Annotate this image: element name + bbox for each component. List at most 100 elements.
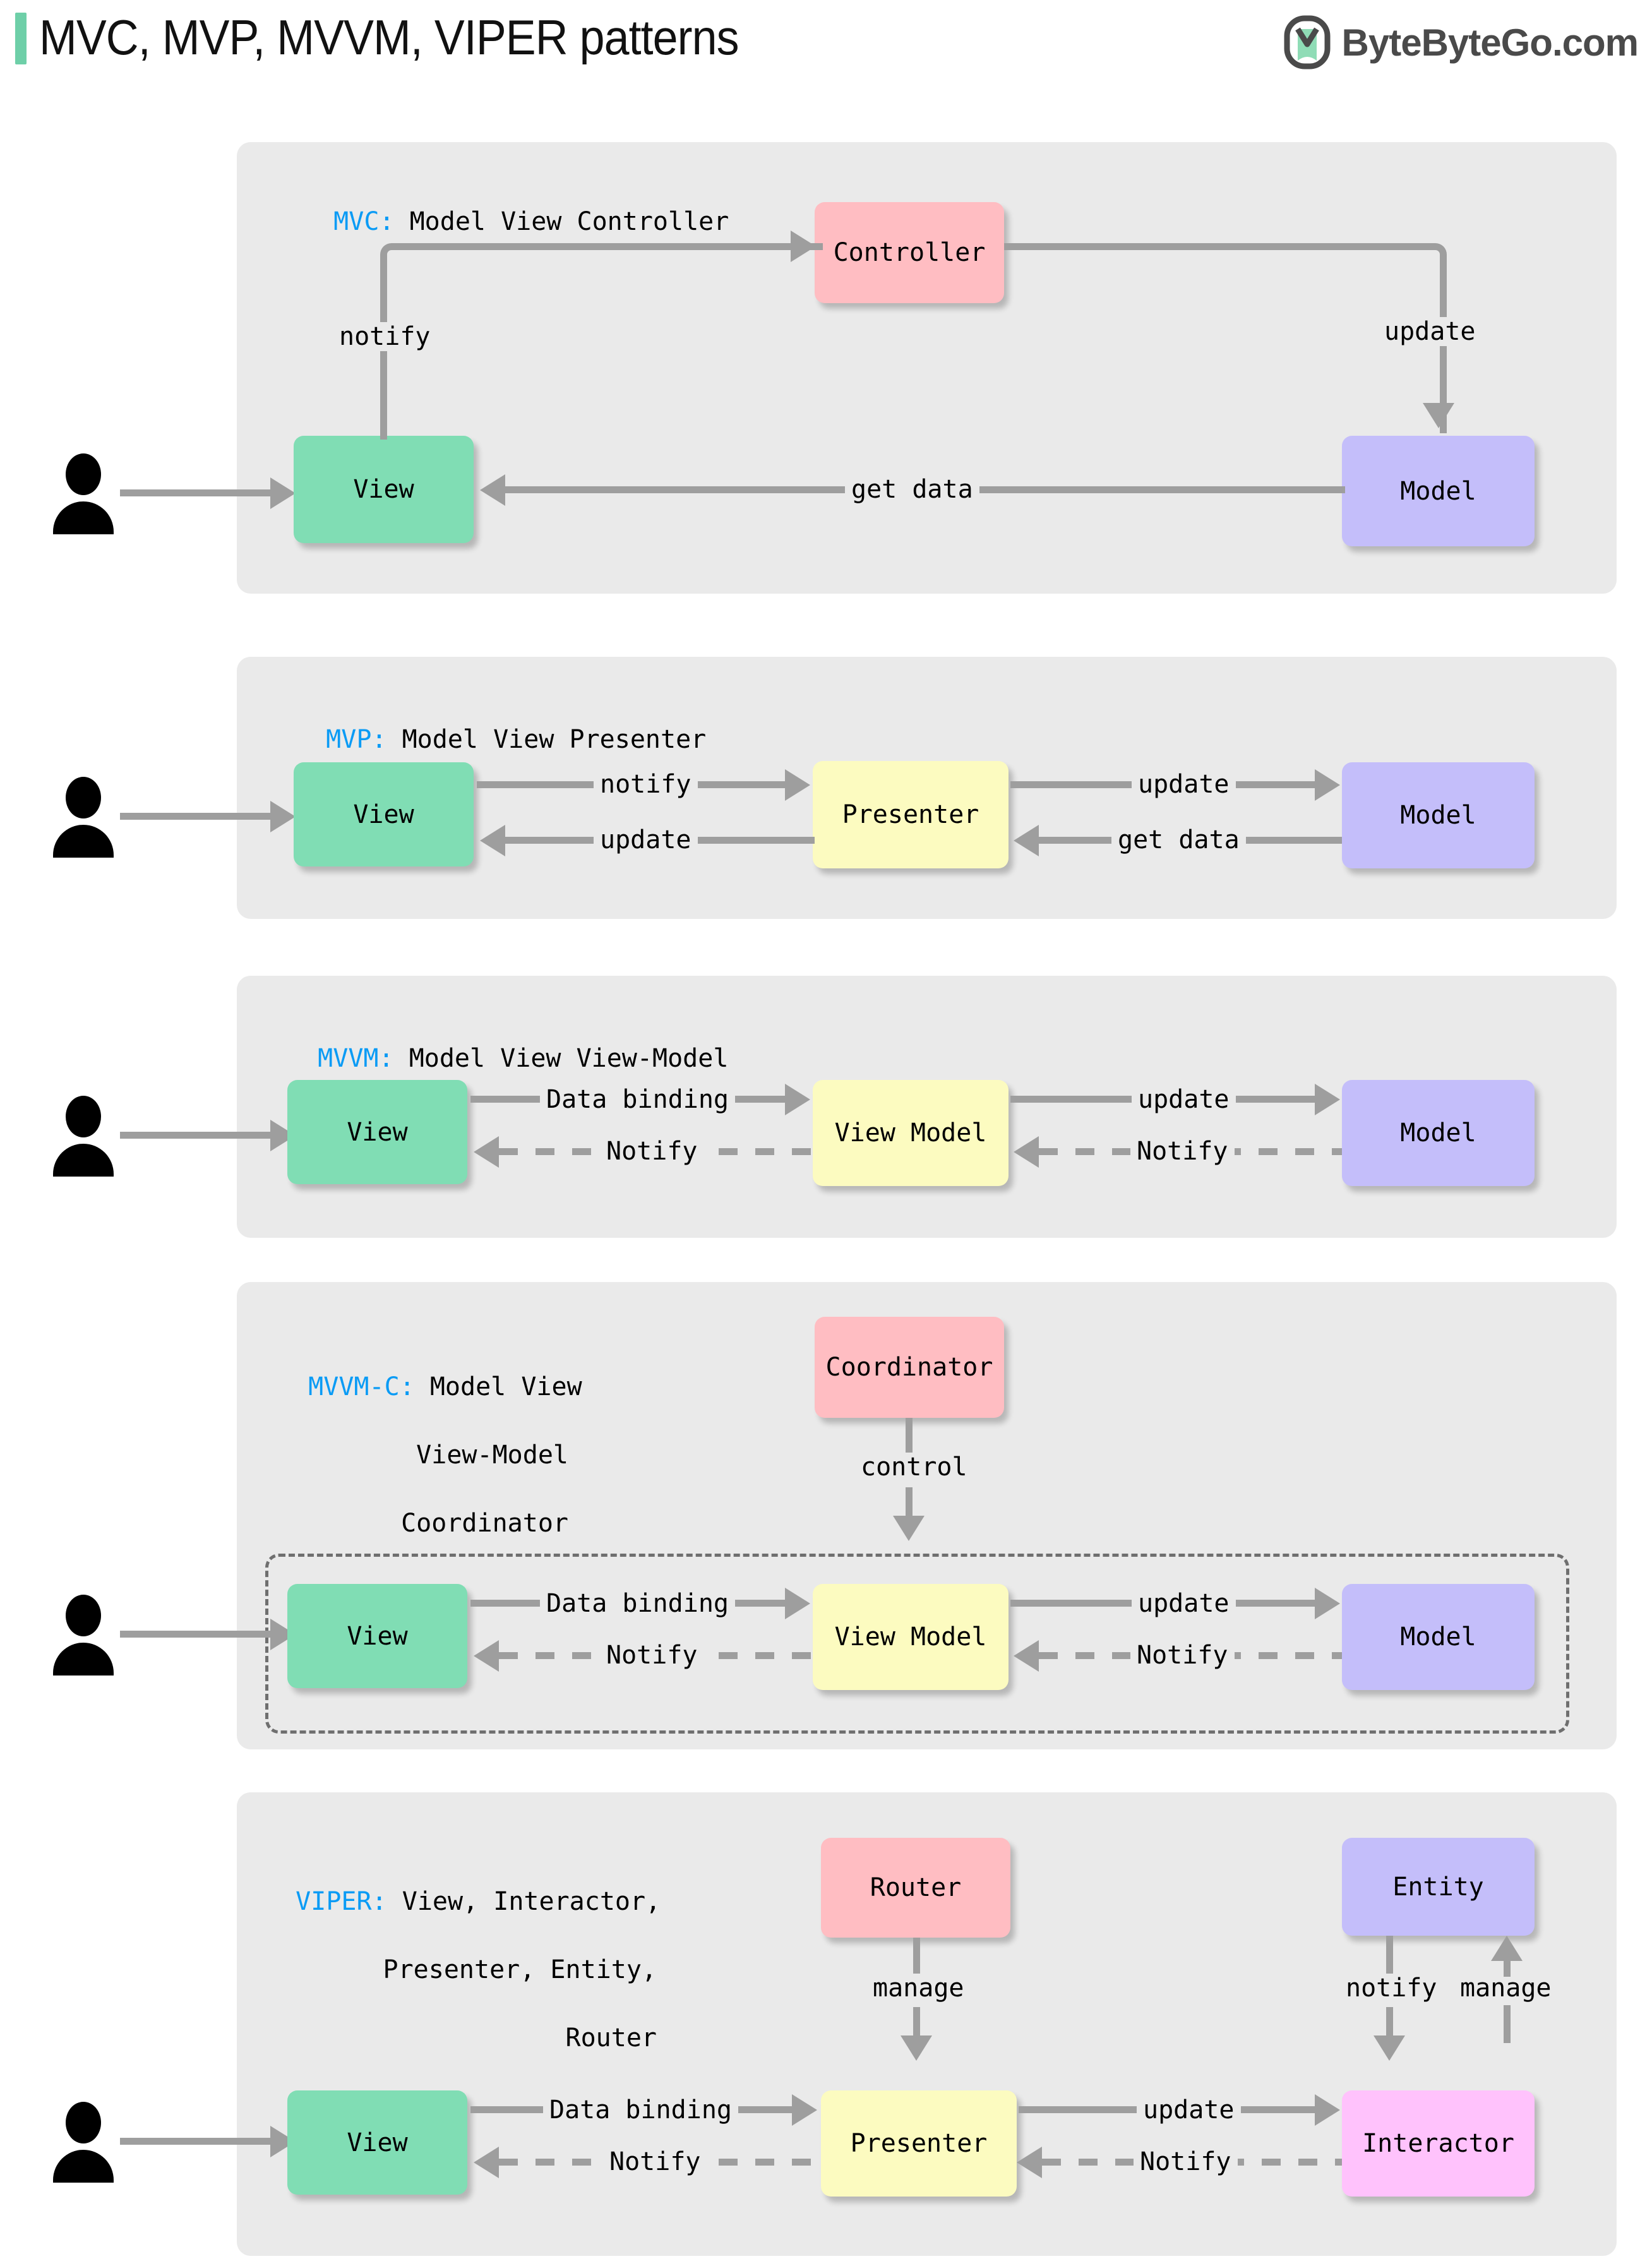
node-model-mvp[interactable]: Model xyxy=(1342,762,1535,868)
section-title-viper: VIPER: View, Interactor, Presenter, Enti… xyxy=(265,1850,661,2055)
section-subtitle-line2-mvvmc: View-Model xyxy=(416,1441,568,1470)
node-viewmodel-mvvm[interactable]: View Model xyxy=(813,1080,1009,1186)
edge-notify-entity-bottom-viper xyxy=(1386,2007,1393,2042)
node-view-mvvm[interactable]: View xyxy=(287,1080,467,1184)
arrowhead-manage-router-viper xyxy=(901,2035,932,2061)
arrowhead-update-to-view-mvp xyxy=(480,825,505,856)
edge-notify-entity-top-viper xyxy=(1386,1936,1393,1977)
user-actor-mvvmc xyxy=(53,1595,114,1676)
node-interactor-viper[interactable]: Interactor xyxy=(1342,2090,1535,2197)
brand-name: ByteByteGo.com xyxy=(1341,21,1639,64)
arrowhead-update-mvvm xyxy=(1315,1084,1340,1115)
actor-head-icon xyxy=(66,1595,101,1636)
edge-label-notify-mvp: notify xyxy=(594,770,698,799)
arrowhead-notify-mvp xyxy=(785,769,810,801)
edge-control-bottom-mvvmc xyxy=(906,1487,913,1522)
node-view-mvc[interactable]: View xyxy=(294,436,474,543)
edge-user-to-view-mvc xyxy=(120,489,278,496)
edge-label-notify-mvc: notify xyxy=(333,322,437,351)
section-title-mvvm: MVVM: Model View View-Model xyxy=(287,1007,728,1076)
arrowhead-update-mvc xyxy=(1423,403,1454,428)
edge-label-notify-entity-viper: notify xyxy=(1339,1974,1444,2003)
edge-label-notify-to-view-viper: Notify xyxy=(603,2147,707,2176)
edge-label-update-to-view-mvp: update xyxy=(594,825,698,854)
page-title: MVC, MVP, MVVM, VIPER patterns xyxy=(39,9,739,65)
edge-label-notify-to-view-mvvmc: Notify xyxy=(600,1641,704,1670)
node-viewmodel-mvvmc[interactable]: View Model xyxy=(813,1584,1009,1690)
actor-body-icon xyxy=(53,501,114,534)
mvvm-group-dashed-container xyxy=(265,1554,1569,1734)
arrowhead-notify-to-vm-mvvmc xyxy=(1014,1640,1039,1672)
edge-label-getdata-mvc: get data xyxy=(845,475,979,504)
arrowhead-notify-mvc xyxy=(791,231,816,262)
edge-label-notify-to-presenter-viper: Notify xyxy=(1134,2147,1238,2176)
arrowhead-manage-interactor-viper xyxy=(1491,1936,1523,1961)
edge-label-update-to-model-mvp: update xyxy=(1132,770,1236,799)
edge-manage-router-top-viper xyxy=(913,1938,920,1979)
edge-label-control-mvvmc: control xyxy=(854,1453,974,1482)
section-key-mvvm: MVVM: xyxy=(318,1044,394,1073)
actor-body-icon xyxy=(53,1144,114,1177)
section-key-mvvmc: MVVM-C: xyxy=(308,1372,415,1401)
actor-body-icon xyxy=(53,2150,114,2183)
node-view-mvp[interactable]: View xyxy=(294,762,474,866)
section-subtitle-line3-viper: Router xyxy=(565,2023,657,2053)
actor-head-icon xyxy=(66,2102,101,2143)
arrowhead-databinding-mvvmc xyxy=(785,1588,810,1619)
node-controller-mvc[interactable]: Controller xyxy=(815,202,1004,303)
title-accent-bar xyxy=(15,13,27,64)
node-view-viper[interactable]: View xyxy=(287,2090,467,2195)
edge-label-databinding-mvvmc: Data binding xyxy=(540,1589,735,1618)
node-model-mvc[interactable]: Model xyxy=(1342,436,1535,546)
section-key-mvp: MVP: xyxy=(326,725,387,754)
edge-label-databinding-mvvm: Data binding xyxy=(540,1085,735,1114)
arrowhead-databinding-mvvm xyxy=(785,1084,810,1115)
edge-label-manage-router-viper: manage xyxy=(866,1974,971,2003)
arrowhead-getdata-mvc xyxy=(480,474,505,506)
edge-label-getdata-mvp: get data xyxy=(1111,825,1246,854)
user-actor-viper xyxy=(53,2102,114,2183)
section-subtitle-mvvm: Model View View-Model xyxy=(409,1044,729,1073)
edge-label-update-mvc: update xyxy=(1378,317,1482,346)
edge-notify-elbow-mvc xyxy=(380,243,823,440)
arrowhead-notify-to-view-mvvmc xyxy=(474,1640,499,1672)
section-title-mvc: MVC: Model View Controller xyxy=(303,171,729,239)
actor-head-icon xyxy=(66,453,101,495)
node-entity-viper[interactable]: Entity xyxy=(1342,1838,1535,1936)
node-presenter-viper[interactable]: Presenter xyxy=(821,2090,1017,2197)
section-key-mvc: MVC: xyxy=(333,207,395,236)
arrowhead-notify-to-view-viper xyxy=(474,2147,499,2178)
node-router-viper[interactable]: Router xyxy=(821,1838,1010,1938)
edge-manage-interactor-bottom-viper xyxy=(1504,2005,1511,2043)
arrowhead-notify-to-presenter-viper xyxy=(1017,2147,1042,2178)
edge-manage-router-bottom-viper xyxy=(913,2007,920,2042)
section-title-mvvmc: MVVM-C: Model View View-Model Coordinato… xyxy=(278,1336,582,1540)
node-model-mvvm[interactable]: Model xyxy=(1342,1080,1535,1186)
section-subtitle-line2-viper: Presenter, Entity, xyxy=(383,1955,657,1984)
edge-user-to-view-mvp xyxy=(120,813,278,820)
arrowhead-notify-to-vm-mvvm xyxy=(1014,1136,1039,1168)
actor-body-icon xyxy=(53,825,114,858)
node-view-mvvmc[interactable]: View xyxy=(287,1584,467,1688)
actor-head-icon xyxy=(66,777,101,818)
edge-label-update-mvvm: update xyxy=(1132,1085,1236,1114)
edge-label-notify-to-view-mvvm: Notify xyxy=(600,1137,704,1166)
edge-manage-interactor-top-viper xyxy=(1504,1961,1511,1977)
arrowhead-update-mvvmc xyxy=(1315,1588,1340,1619)
arrowhead-update-to-model-mvp xyxy=(1315,769,1340,801)
edge-user-to-view-mvvmc xyxy=(120,1631,278,1638)
node-presenter-mvp[interactable]: Presenter xyxy=(813,761,1009,868)
arrowhead-getdata-mvp xyxy=(1014,825,1039,856)
node-model-mvvmc[interactable]: Model xyxy=(1342,1584,1535,1690)
arrowhead-control-mvvmc xyxy=(893,1516,925,1541)
section-subtitle-mvp: Model View Presenter xyxy=(402,725,707,754)
edge-label-update-viper: update xyxy=(1137,2095,1241,2125)
arrowhead-user-to-view-mvc xyxy=(270,477,296,509)
arrowhead-notify-entity-viper xyxy=(1374,2035,1405,2061)
node-coordinator-mvvmc[interactable]: Coordinator xyxy=(815,1317,1004,1418)
actor-head-icon xyxy=(66,1096,101,1137)
page-header: MVC, MVP, MVVM, VIPER patterns ByteByteG… xyxy=(0,0,1652,82)
arrowhead-user-to-view-mvp xyxy=(270,801,296,832)
edge-label-notify-to-vm-mvvm: Notify xyxy=(1130,1137,1235,1166)
section-subtitle-line3-mvvmc: Coordinator xyxy=(401,1509,568,1538)
